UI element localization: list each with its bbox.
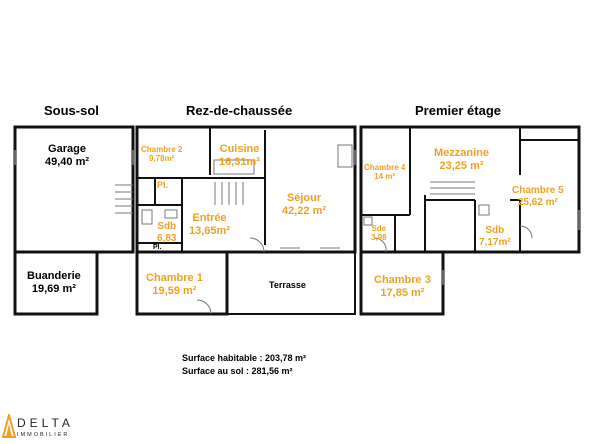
surface-au-sol: Surface au sol : 281,56 m² — [182, 366, 293, 376]
logo-sub: IMMOBILIER — [17, 432, 70, 438]
room-sejour: Séjour 42,22 m² — [282, 192, 326, 217]
logo-name: DELTA — [17, 416, 74, 430]
room-name: Séjour — [286, 192, 322, 204]
room-name: Buanderie — [27, 270, 81, 282]
room-sdb-2: Sdb 7,17m² — [479, 225, 511, 248]
room-name: Mezzanine — [434, 147, 490, 159]
room-area: 42,22 m² — [282, 204, 327, 217]
room-name: Chambre 4 — [364, 163, 406, 172]
room-area: 19,69 m² — [31, 282, 76, 295]
room-area: 9,78m² — [149, 154, 175, 164]
room-area: 19,59 m² — [152, 284, 197, 297]
room-area: 25,62 m² — [517, 196, 558, 208]
room-name: Chambre 5 — [512, 185, 564, 196]
stairs-and-details — [115, 144, 533, 315]
room-chambre2: Chambre 2 9,78m² — [141, 145, 182, 163]
room-pl-1: Pl. — [157, 180, 168, 190]
room-name: Sdb — [485, 225, 505, 236]
terrasse-walls — [226, 251, 356, 315]
room-name: Chambre 1 — [146, 272, 203, 284]
room-name: Sdb — [157, 221, 177, 232]
room-area: 17,85 m² — [380, 286, 425, 299]
room-pl-2: Pl. — [153, 244, 162, 252]
room-sdb-1: Sdb 6,83 — [157, 221, 176, 244]
etage-upper-walls — [359, 125, 581, 254]
level-title-rdc: Rez-de-chaussée — [186, 103, 293, 118]
room-area: 14 m² — [374, 172, 396, 182]
surface-habitable: Surface habitable : 203,78 m² — [182, 353, 307, 363]
room-mezzanine: Mezzanine 23,25 m² — [434, 147, 489, 172]
buanderie-walls — [13, 250, 99, 316]
room-sde: Sde 3,98 — [371, 224, 387, 242]
room-name: Sde — [371, 224, 387, 233]
room-name: Entrée — [192, 212, 227, 224]
window-marks — [14, 150, 580, 285]
room-garage: Garage 49,40 m² — [45, 143, 89, 168]
room-name: Pl. — [153, 244, 162, 251]
level-title-etage: Premier étage — [415, 103, 501, 118]
room-area: 6,83 — [157, 232, 177, 244]
room-chambre3: Chambre 3 17,85 m² — [374, 274, 431, 299]
room-name: Cuisine — [219, 143, 260, 155]
room-entree: Entrée 13,65m² — [189, 212, 230, 237]
level-title-sous-sol: Sous-sol — [44, 103, 99, 118]
room-area: 3,98 — [371, 233, 387, 243]
room-chambre5: Chambre 5 25,62 m² — [512, 185, 564, 208]
room-name: Chambre 2 — [141, 145, 183, 154]
room-area: 13,65m² — [189, 224, 230, 237]
room-name: Chambre 3 — [374, 274, 431, 286]
room-chambre4: Chambre 4 14 m² — [364, 163, 405, 181]
room-area: 49,40 m² — [45, 155, 90, 168]
room-name: Pl. — [157, 180, 169, 190]
room-area: 7,17m² — [479, 236, 511, 248]
room-buanderie: Buanderie 19,69 m² — [27, 270, 81, 295]
room-cuisine: Cuisine 16,31m² — [219, 143, 260, 168]
room-area: 23,25 m² — [439, 159, 484, 172]
inner-walls — [137, 127, 579, 252]
room-name: Garage — [48, 143, 86, 155]
room-chambre1: Chambre 1 19,59 m² — [146, 272, 203, 297]
delta-logo-icon — [2, 414, 16, 438]
room-terrasse: Terrasse — [269, 280, 306, 290]
room-area: 16,31m² — [219, 155, 260, 168]
room-name: Terrasse — [269, 280, 306, 290]
